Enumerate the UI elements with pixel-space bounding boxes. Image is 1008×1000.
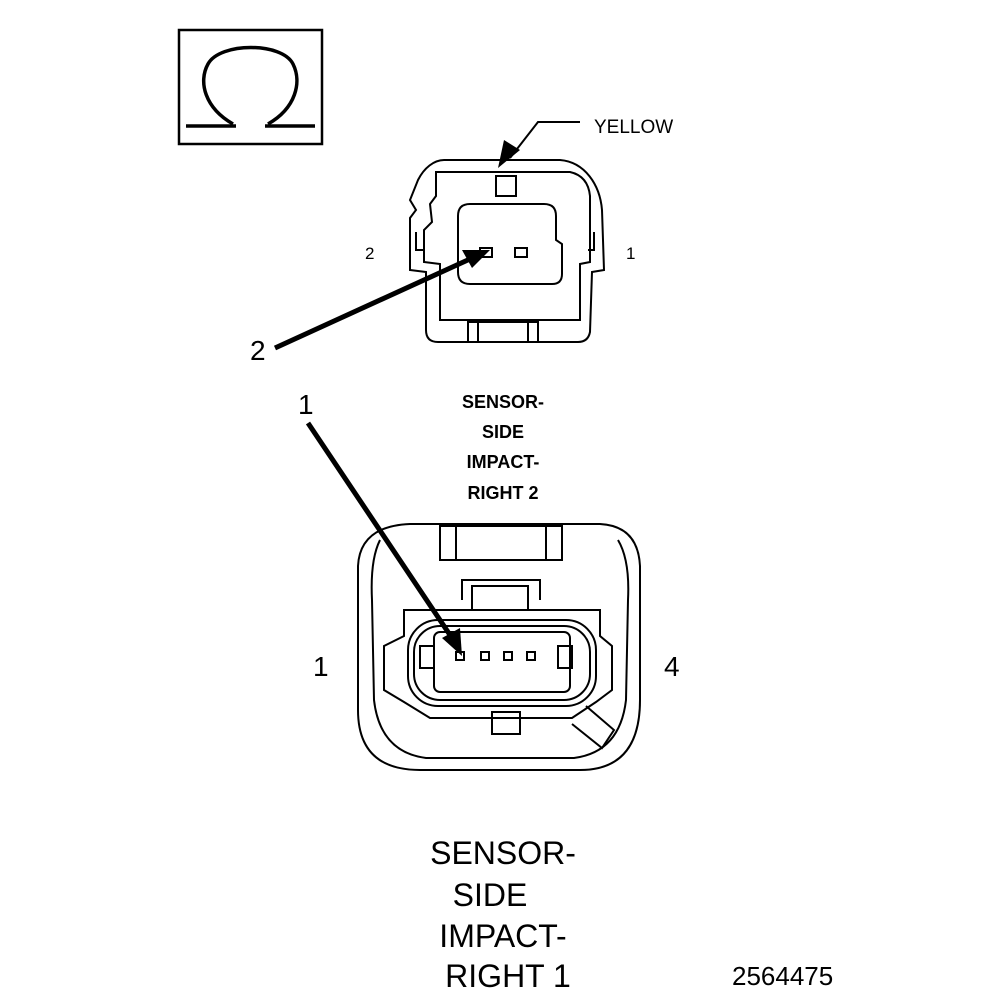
bottom-connector [357, 523, 641, 771]
color-callout-yellow: YELLOW [594, 117, 673, 138]
top-connector-body [408, 159, 606, 343]
bottom-connector-body [357, 523, 641, 771]
bottom-connector-inner-shell [370, 539, 630, 759]
top-pin-right-label: 1 [626, 244, 635, 263]
bottom-connector-cavity-inner [407, 619, 597, 707]
bottom-connector-terminal-3 [503, 651, 513, 661]
yellow-callout-leader [498, 121, 580, 168]
bottom-connector-cavity-outer [383, 609, 613, 719]
top-connector-key [467, 321, 539, 343]
bottom-connector-latch [471, 585, 529, 611]
bottom-connector-bottom-key [491, 711, 521, 735]
bottom-title-line-4: RIGHT 1 [445, 958, 571, 994]
top-connector-title: SENSOR- SIDE IMPACT- RIGHT 2 [462, 392, 544, 503]
bottom-title-line-1: SENSOR- [430, 835, 576, 871]
bottom-title-line-2: SIDE [453, 877, 528, 913]
ohm-symbol-box [177, 28, 324, 146]
top-title-line-3: IMPACT- [467, 452, 540, 472]
bottom-connector-tab-left [419, 645, 435, 669]
top-title-line-1: SENSOR- [462, 392, 544, 412]
top-connector-cavity [457, 203, 563, 285]
top-title-line-4: RIGHT 2 [467, 483, 538, 503]
bottom-pin-left-label: 1 [313, 651, 329, 682]
bottom-connector-tab-right [557, 645, 573, 669]
top-title-line-2: SIDE [482, 422, 524, 442]
bottom-connector-terminal-2 [480, 651, 490, 661]
ohm-symbol [177, 28, 324, 146]
bottom-connector-terminal-1 [455, 651, 465, 661]
callout-2-leader [273, 250, 490, 351]
top-connector-terminal-1 [514, 247, 528, 258]
ohm-icon [186, 45, 315, 128]
figure-number: 2564475 [732, 961, 833, 991]
top-connector-side-tab-right [588, 232, 595, 251]
top-connector-latch [495, 175, 517, 197]
bottom-connector-latch-bar [461, 579, 541, 600]
callout-1-label: 1 [298, 389, 314, 420]
top-connector-inner-shell [423, 171, 591, 321]
bottom-connector-title: SENSOR- SIDE IMPACT- RIGHT 1 [430, 835, 576, 994]
callout-2-label: 2 [250, 335, 266, 366]
bottom-connector-release-arm [571, 705, 616, 750]
bottom-pin-right-label: 4 [664, 651, 680, 682]
top-connector [408, 159, 606, 343]
bottom-title-line-3: IMPACT- [439, 918, 566, 954]
callout-1-leader [305, 421, 462, 656]
top-connector-side-tab-left [415, 232, 424, 251]
bottom-connector-terminal-4 [526, 651, 536, 661]
bottom-connector-top-key [439, 525, 563, 561]
top-pin-left-label: 2 [365, 244, 374, 263]
